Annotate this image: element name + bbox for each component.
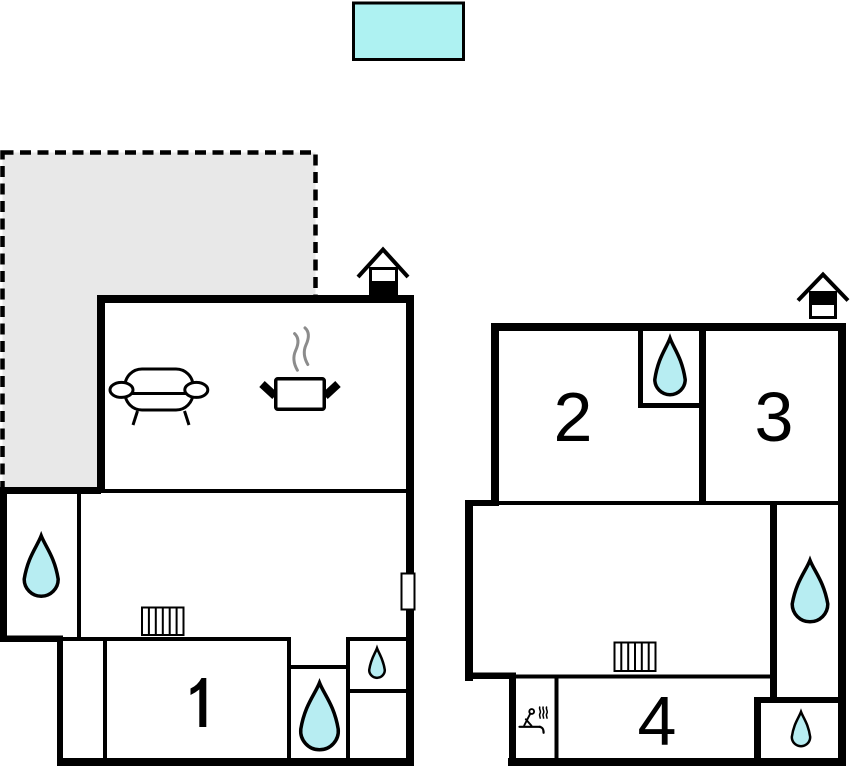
svg-text:4: 4: [638, 682, 677, 760]
svg-text:3: 3: [755, 378, 794, 456]
svg-text:2: 2: [554, 378, 593, 456]
